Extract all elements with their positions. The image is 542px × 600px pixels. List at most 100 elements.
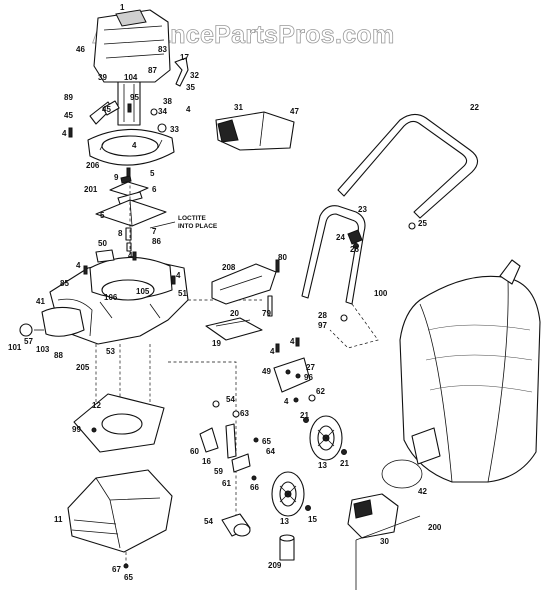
screw-4d	[83, 265, 88, 275]
screw-99	[91, 427, 97, 433]
callout-62: 62	[316, 387, 325, 396]
callout-50: 50	[98, 239, 107, 248]
callout-59: 59	[214, 467, 223, 476]
callout-87: 87	[148, 66, 157, 75]
knob-24	[347, 229, 363, 245]
bag-bracket-200	[355, 515, 421, 590]
main-housing	[41, 256, 189, 345]
adapter-30	[347, 493, 399, 539]
screw-65a	[253, 437, 259, 443]
callout-100: 100	[374, 289, 388, 298]
callout-23: 23	[358, 205, 367, 214]
callout-31: 31	[234, 103, 243, 112]
callout-53: 53	[106, 347, 115, 356]
callout-22: 22	[470, 103, 479, 112]
callout-54: 54	[226, 395, 235, 404]
callout-206: 206	[86, 161, 100, 170]
axle-bracket-27	[273, 357, 311, 393]
bolt-28	[340, 314, 348, 322]
callout-39: 39	[98, 73, 107, 82]
callout-97: 97	[318, 321, 327, 330]
callout-11: 11	[54, 515, 63, 524]
callout-83: 83	[158, 45, 167, 54]
callout-4f: 4	[176, 271, 181, 280]
ring-42	[381, 459, 423, 489]
callout-7: 7	[152, 227, 157, 236]
part-209	[279, 534, 295, 561]
bag-holder-31	[215, 111, 295, 151]
nut-25	[408, 222, 416, 230]
callout-103: 103	[36, 345, 50, 354]
callout-80: 80	[278, 253, 287, 262]
callout-21a: 21	[300, 411, 309, 420]
callout-45: 45	[64, 111, 73, 120]
callout-13b: 13	[280, 517, 289, 526]
bolt-8	[125, 227, 132, 241]
callout-4g: 4	[270, 347, 275, 356]
callout-49: 49	[262, 367, 271, 376]
callout-19: 19	[212, 339, 221, 348]
callout-104: 104	[124, 73, 138, 82]
callout-89: 89	[64, 93, 73, 102]
screw-4i	[293, 397, 299, 403]
assembly-lines	[95, 299, 262, 520]
fan-201	[109, 181, 149, 197]
motor-assembly	[93, 9, 171, 126]
pin-80	[275, 259, 280, 273]
bracket-64	[225, 423, 237, 459]
callout-205: 205	[76, 363, 90, 372]
callout-4c: 4	[132, 141, 137, 150]
callout-4a: 4	[186, 105, 191, 114]
callout-32: 32	[190, 71, 199, 80]
mount-bracket-50	[95, 249, 115, 263]
screw-4b	[127, 103, 132, 113]
callout-99: 99	[72, 425, 81, 434]
bushing-54b	[221, 513, 251, 537]
note-into-place: INTO PLACE	[178, 223, 218, 230]
callout-57: 57	[24, 337, 33, 346]
screw-4h	[295, 337, 300, 347]
rod-79	[267, 295, 273, 317]
callout-labels: 1 46 83 87 39 104 17 32 35 89 45 45 95 3…	[8, 3, 479, 582]
screw-66	[251, 475, 257, 481]
callout-20: 20	[230, 309, 239, 318]
callout-46: 46	[76, 45, 85, 54]
callout-26: 26	[350, 245, 359, 254]
lower-handle-23	[301, 205, 366, 305]
key-9	[120, 175, 132, 184]
bag-200	[399, 259, 541, 483]
callout-66: 66	[250, 483, 259, 492]
washer-7	[126, 242, 132, 252]
callout-6: 6	[152, 185, 157, 194]
callout-106: 106	[104, 293, 118, 302]
screw-15	[305, 505, 311, 511]
bracket-59	[231, 453, 251, 473]
bushing-54a	[212, 400, 220, 408]
shield-208	[211, 263, 277, 305]
callout-4b: 4	[62, 129, 67, 138]
callout-201: 201	[84, 185, 98, 194]
callout-67: 67	[112, 565, 121, 574]
screw-21a	[303, 417, 309, 423]
callout-96: 96	[304, 373, 313, 382]
screw-4g	[275, 343, 280, 353]
screw-21b	[341, 449, 347, 455]
callout-51: 51	[178, 289, 187, 298]
nut-33	[157, 123, 167, 133]
callout-63: 63	[240, 409, 249, 418]
callout-4e: 4	[128, 251, 133, 260]
callout-13a: 13	[318, 461, 327, 470]
callout-5a: 5	[150, 169, 155, 178]
upper-handle-22	[337, 113, 479, 219]
callout-24: 24	[336, 233, 345, 242]
callout-61: 61	[222, 479, 231, 488]
plate-12	[73, 393, 165, 453]
deflector-11	[67, 469, 173, 553]
callout-34: 34	[158, 107, 167, 116]
callout-16: 16	[202, 457, 211, 466]
callout-35: 35	[186, 83, 195, 92]
callout-64: 64	[266, 447, 275, 456]
callout-86: 86	[152, 237, 161, 246]
callout-47: 47	[290, 107, 299, 116]
